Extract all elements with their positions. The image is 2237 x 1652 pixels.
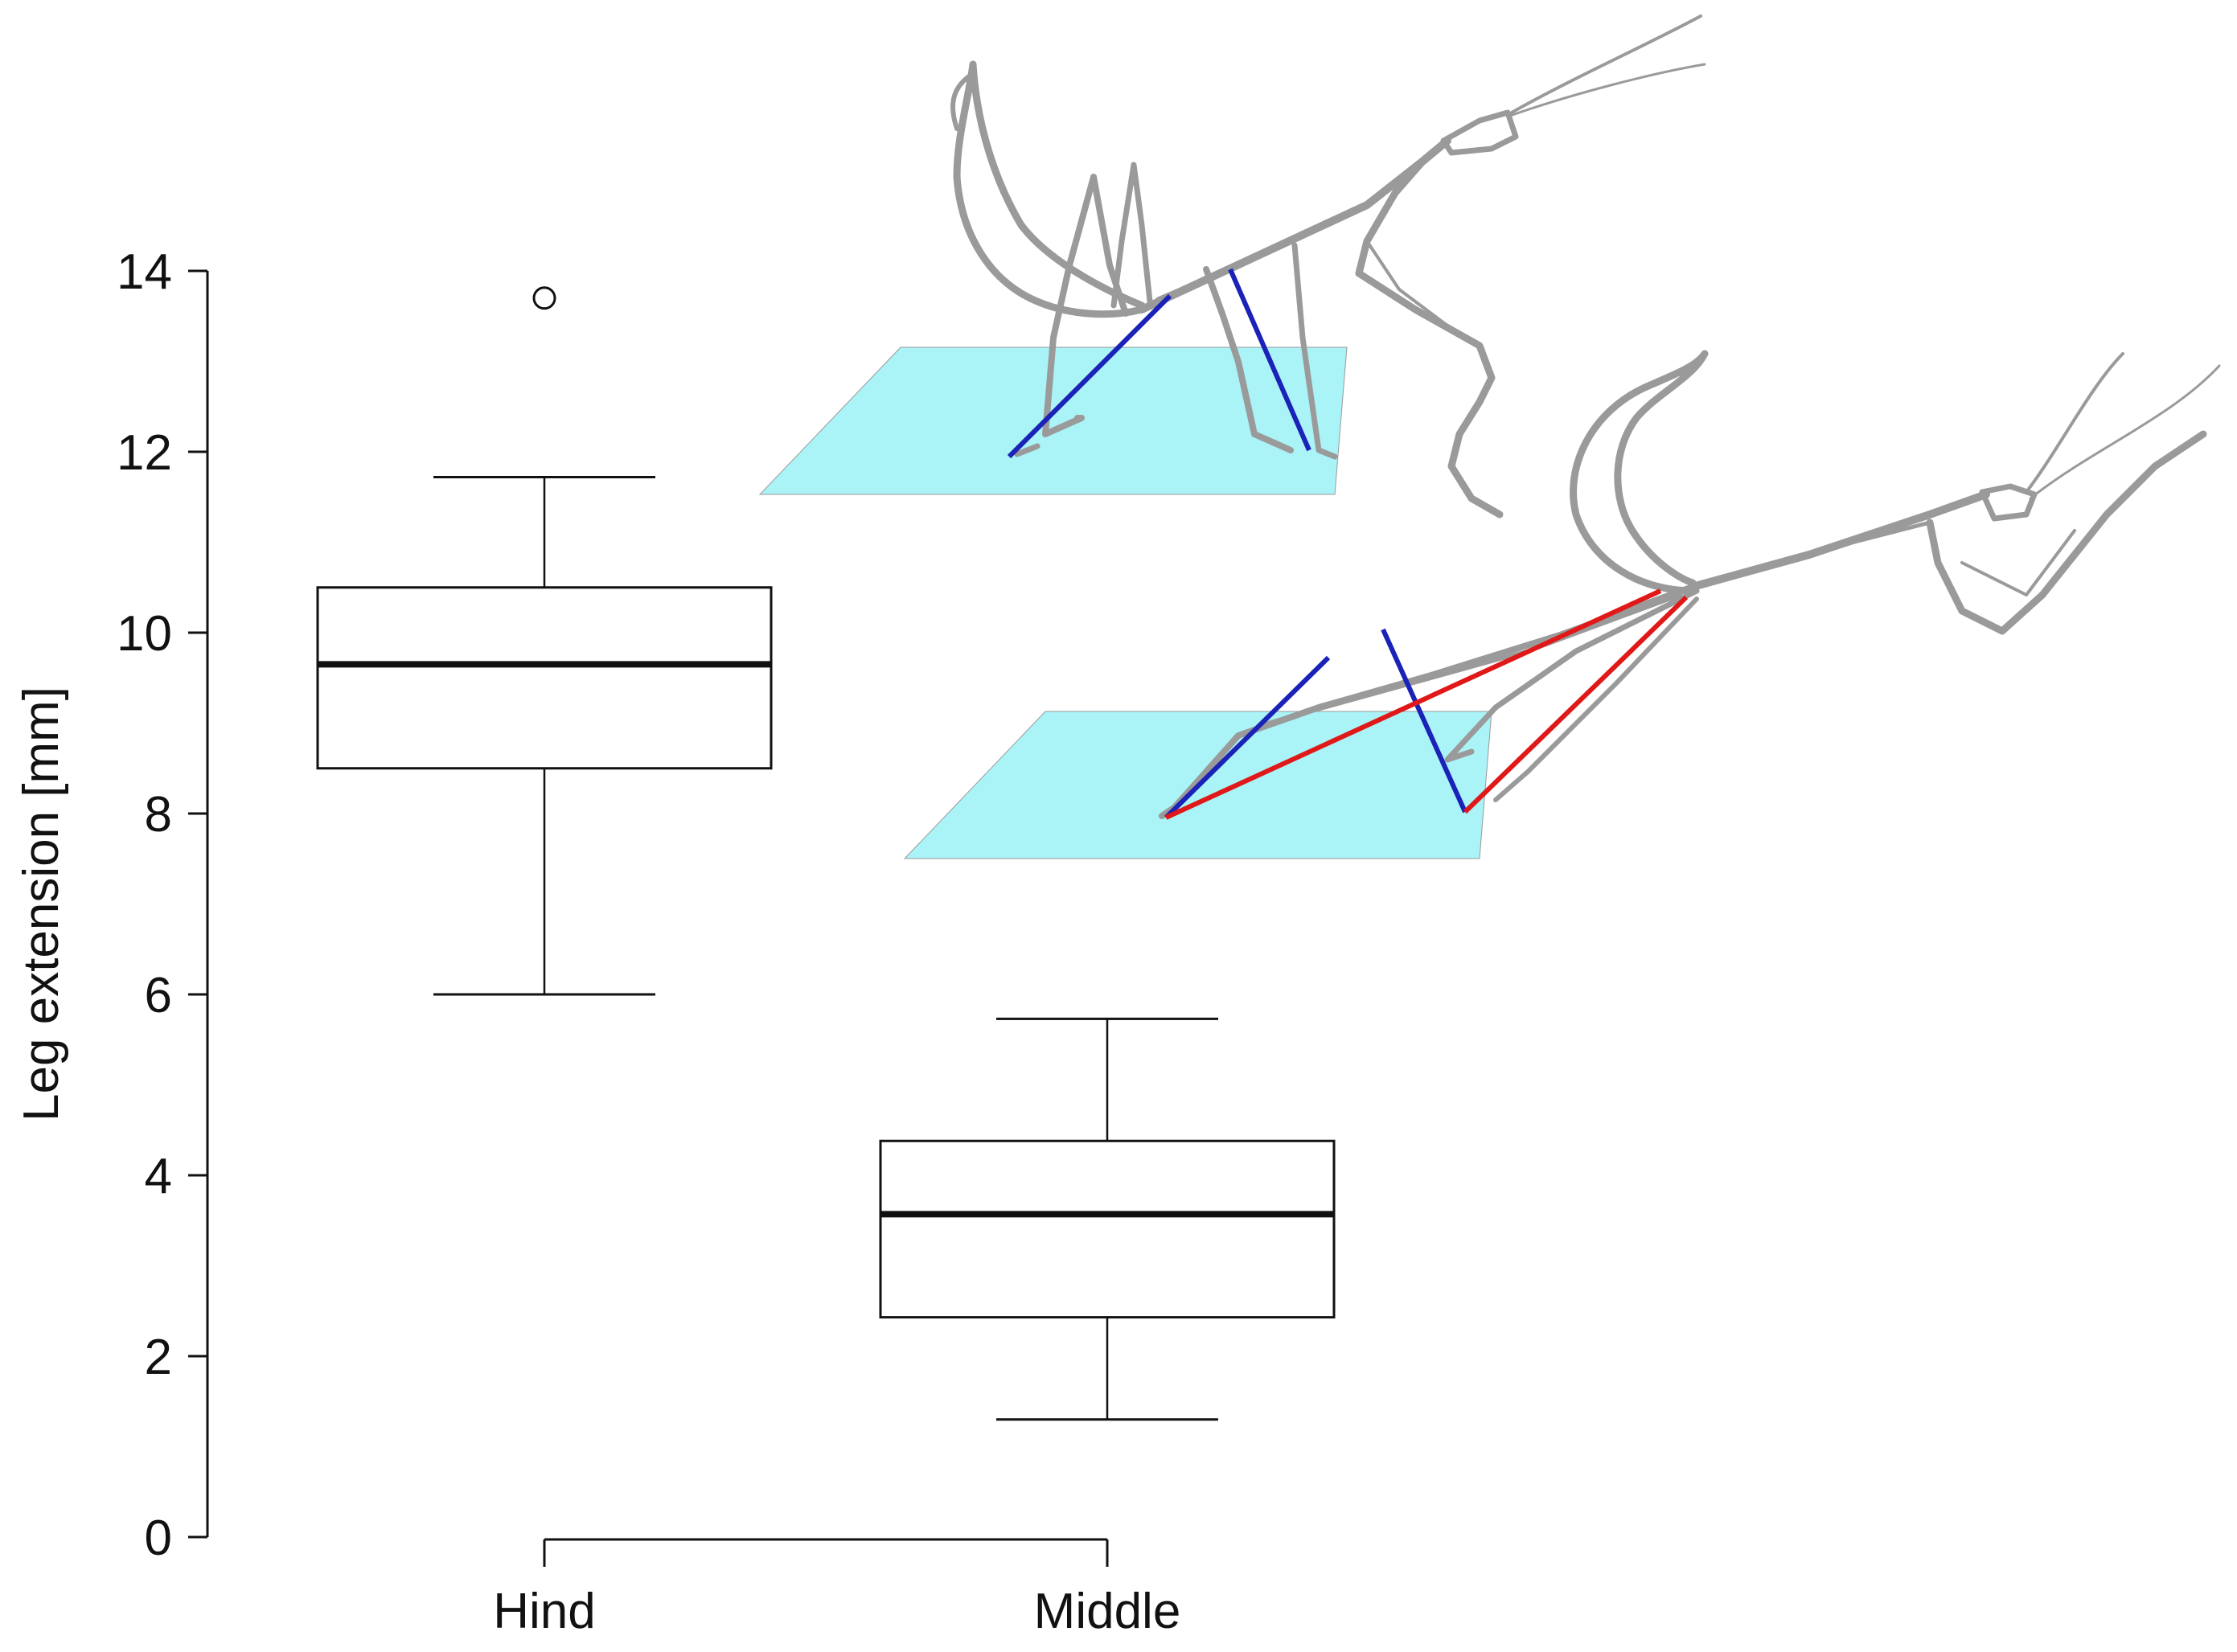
y-tick-label: 12 [117, 425, 172, 481]
iqr-box [316, 586, 773, 770]
platform-top [758, 346, 1348, 495]
extension-line-bottom-1 [1164, 588, 1662, 820]
outlier-point [532, 286, 556, 310]
y-tick-label: 4 [145, 1149, 172, 1204]
y-tick-label: 8 [145, 787, 172, 842]
y-tick-label: 2 [145, 1330, 172, 1385]
y-axis: 0 2 4 6 8 10 12 14 [117, 244, 209, 1566]
extension-line-bottom-2 [1463, 595, 1689, 814]
y-axis-title: Leg extension [mm] [14, 687, 69, 1121]
boxplots [316, 286, 1336, 1421]
y-tick-label: 0 [145, 1511, 172, 1566]
iqr-box [879, 1139, 1336, 1319]
leg-segment-top-1 [1007, 293, 1172, 459]
y-tick-label: 14 [117, 244, 172, 300]
leg-segment-top-2 [1228, 268, 1311, 452]
x-tick-label-middle: Middle [1034, 1584, 1181, 1639]
x-axis: Hind Middle [493, 1538, 1181, 1639]
mantis-illustration [758, 14, 2221, 859]
x-tick-label-hind: Hind [493, 1584, 596, 1639]
box-hind [316, 286, 773, 996]
y-tick-label: 6 [145, 968, 172, 1023]
y-tick-label: 10 [117, 606, 172, 662]
leg-segment-bottom-2 [1381, 628, 1467, 814]
mantis-top [950, 14, 1706, 519]
box-middle [879, 1017, 1336, 1421]
leg-segment-bottom-1 [1164, 655, 1331, 820]
